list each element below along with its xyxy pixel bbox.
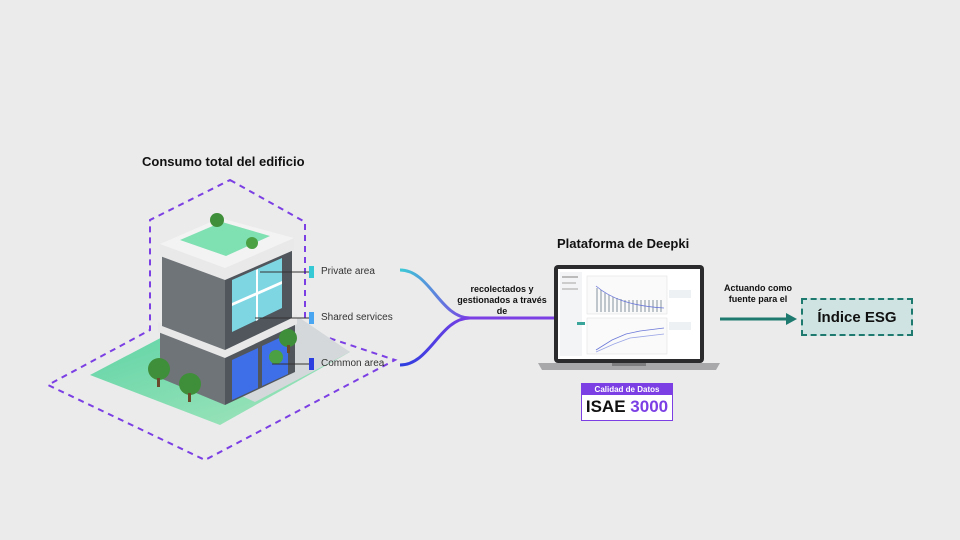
isae-name: ISAE: [585, 397, 626, 416]
common-area-marker: [309, 358, 314, 370]
common-area-label: Common area: [321, 358, 385, 369]
shared-services-label: Shared services: [321, 312, 393, 323]
collected-managed-label: recolectados y gestionados a través de: [446, 284, 558, 317]
acting-source-line: fuente para el: [728, 294, 788, 304]
private-area-label: Private area: [321, 266, 375, 277]
esg-arrowhead: [786, 313, 797, 325]
shared-services-marker: [309, 312, 314, 324]
collected-managed-line: gestionados a través: [457, 295, 547, 305]
data-quality-label: Calidad de Datos: [582, 384, 672, 395]
acting-source-label: Actuando como fuente para el: [708, 283, 808, 305]
acting-source-line: Actuando como: [723, 283, 792, 293]
esg-index-box: Índice ESG: [801, 298, 913, 336]
building-boundary: [45, 178, 398, 462]
flow-line-common: [399, 316, 471, 367]
isae-certification-badge: Calidad de Datos ISAE 3000: [581, 383, 673, 421]
platform-title: Plataforma de Deepki: [557, 236, 690, 251]
building-illustration: [90, 213, 350, 425]
laptop-icon: [538, 265, 720, 370]
private-area-marker: [309, 266, 314, 278]
collected-managed-line: de: [496, 306, 508, 316]
flow-line-private: [399, 268, 471, 320]
collected-managed-line: recolectados y: [470, 284, 534, 294]
building-title: Consumo total del edificio: [142, 154, 305, 169]
isae-standard: ISAE 3000: [582, 395, 672, 419]
isae-number: 3000: [630, 397, 669, 416]
area-leader-lines: [255, 271, 309, 365]
